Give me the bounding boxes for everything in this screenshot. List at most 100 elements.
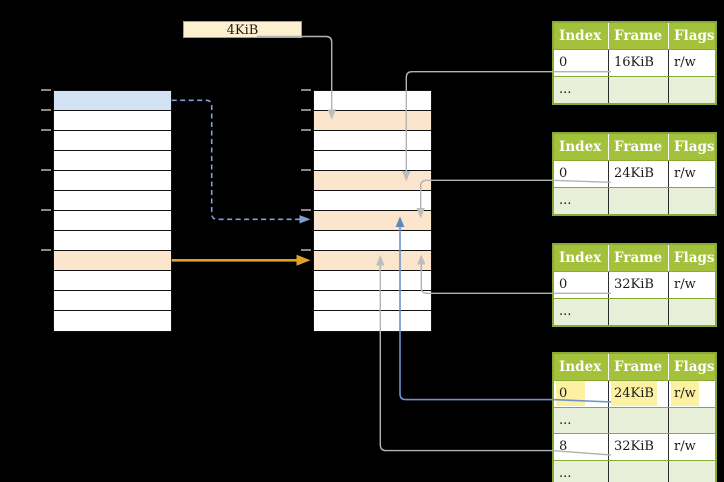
- left-memory-row-5: [54, 191, 171, 211]
- table-cell: ...: [554, 76, 609, 103]
- header-cell-flags: Flags: [674, 28, 715, 44]
- table-cell: 32KiB: [609, 272, 669, 298]
- left-memory-row-8: [54, 251, 171, 271]
- table-cell: 0: [554, 381, 609, 407]
- header-cell-index: Index: [554, 134, 609, 160]
- table-cell: r/w: [674, 55, 696, 70]
- page-table-1-row-1: ...: [554, 76, 715, 104]
- axis-tick: [40, 169, 51, 171]
- arrow-virtual-page-dashed-arrowhead-icon: [299, 215, 311, 224]
- axis-tick: [40, 109, 51, 111]
- table-cell: [669, 77, 715, 104]
- header-cell-flags: Flags: [674, 250, 715, 266]
- header-cell-index: Index: [554, 354, 609, 380]
- middle-memory-row-10: [314, 291, 431, 311]
- table-cell: [609, 298, 669, 325]
- arrow-virtual-page-solid-arrowhead-icon: [296, 254, 311, 266]
- page-table-3-row-1: ...: [554, 298, 715, 326]
- middle-memory-row-6: [314, 211, 431, 231]
- middle-memory-row-8: [314, 251, 431, 271]
- header-cell-frame: Frame: [609, 23, 669, 49]
- page-size-label: 4KiB: [183, 21, 302, 38]
- middle-memory-row-0: [314, 91, 431, 111]
- middle-memory-row-3: [314, 151, 431, 171]
- header-cell-frame: Frame: [609, 354, 669, 380]
- axis-tick: [300, 89, 311, 91]
- axis-tick: [40, 129, 51, 131]
- left-memory-row-7: [54, 231, 171, 251]
- table-cell: r/w: [669, 381, 715, 407]
- highlighted-value: r/w: [671, 381, 699, 406]
- left-memory-row-1: [54, 111, 171, 131]
- page-table-4-row-1: ...: [554, 407, 715, 434]
- left-memory-row-11: [54, 311, 171, 331]
- left-memory-row-4: [54, 171, 171, 191]
- axis-tick: [300, 109, 311, 111]
- header-cell-flags: Flags: [674, 139, 715, 155]
- memory-column-left: [53, 90, 172, 332]
- table-cell: ...: [554, 460, 609, 482]
- axis-tick: [300, 209, 311, 211]
- left-memory-row-6: [54, 211, 171, 231]
- middle-memory-row-5: [314, 191, 431, 211]
- header-cell-index: Index: [554, 245, 609, 271]
- middle-memory-row-11: [314, 311, 431, 331]
- left-memory-row-2: [54, 131, 171, 151]
- middle-memory-row-7: [314, 231, 431, 251]
- middle-memory-row-4: [314, 171, 431, 191]
- table-cell: ...: [554, 407, 609, 433]
- axis-tick: [300, 249, 311, 251]
- left-memory-row-9: [54, 271, 171, 291]
- header-cell-flags: Flags: [674, 359, 715, 375]
- table-cell: [609, 76, 669, 103]
- highlighted-value: 0: [556, 381, 585, 406]
- table-cell: 32KiB: [609, 434, 669, 460]
- axis-tick: [40, 209, 51, 211]
- table-cell: [609, 407, 669, 433]
- table-cell: [669, 188, 715, 215]
- table-cell: [669, 299, 715, 326]
- arrow-virtual-page-dashed: [171, 99, 300, 221]
- header-cell-frame: Frame: [609, 245, 669, 271]
- table-cell: [609, 460, 669, 482]
- table-cell: 24KiB: [609, 161, 669, 187]
- axis-tick: [40, 249, 51, 251]
- table-cell: r/w: [674, 277, 696, 292]
- axis-tick: [300, 129, 311, 131]
- memory-column-middle: [313, 90, 432, 332]
- table-cell: ...: [554, 298, 609, 325]
- axis-tick: [300, 169, 311, 171]
- left-memory-row-10: [54, 291, 171, 311]
- table-cell: r/w: [674, 166, 696, 181]
- middle-memory-row-1: [314, 111, 431, 131]
- table-cell: 24KiB: [609, 381, 669, 407]
- table-cell: 0: [554, 50, 609, 76]
- table-cell: ...: [554, 187, 609, 214]
- left-memory-row-3: [54, 151, 171, 171]
- table-cell: r/w: [674, 439, 696, 454]
- axis-tick: [40, 89, 51, 91]
- page-table-4-row-3: ...: [554, 460, 715, 482]
- table-cell: 16KiB: [609, 50, 669, 76]
- header-cell-frame: Frame: [609, 134, 669, 160]
- page-table-2-row-1: ...: [554, 187, 715, 215]
- table-cell: 8: [554, 434, 609, 460]
- page-table-4-row-0: 0 24KiB r/w: [554, 381, 715, 408]
- header-cell-index: Index: [554, 23, 609, 49]
- highlighted-value: 24KiB: [611, 381, 657, 406]
- table-cell: [669, 408, 715, 434]
- table-cell: 0: [554, 161, 609, 187]
- table-cell: [609, 187, 669, 214]
- middle-memory-row-2: [314, 131, 431, 151]
